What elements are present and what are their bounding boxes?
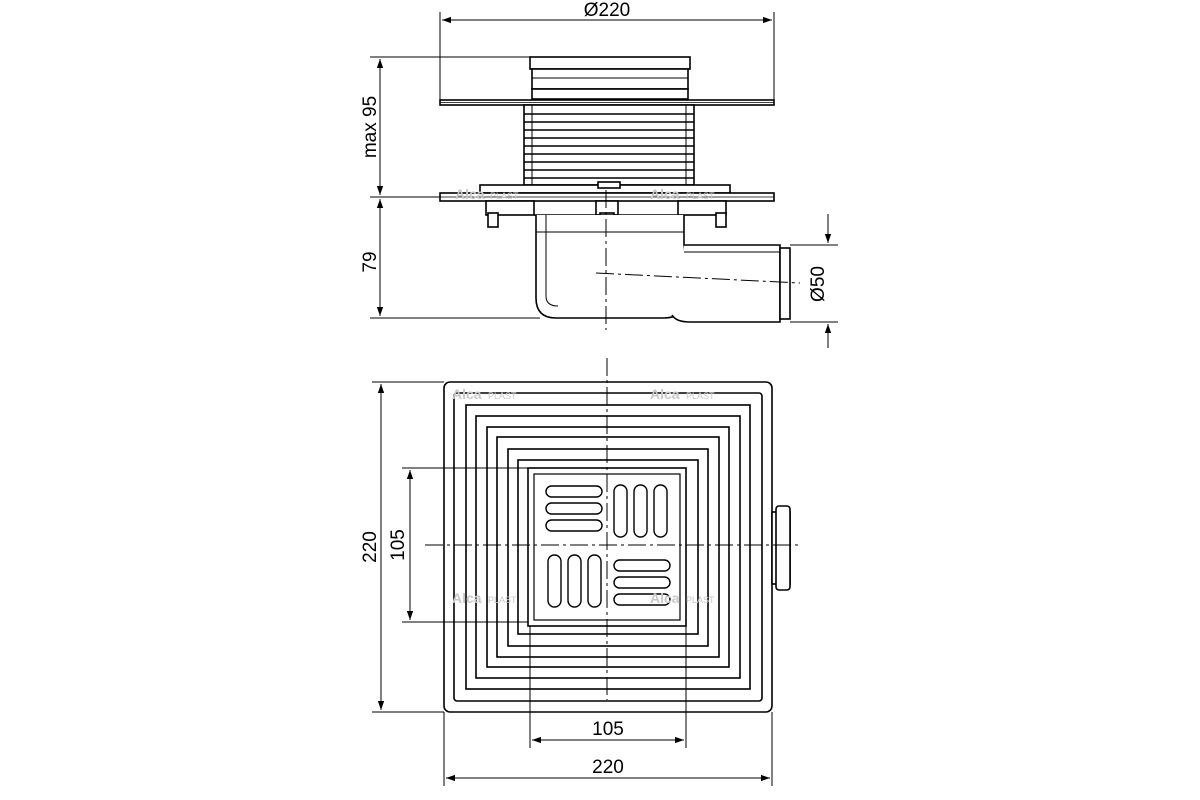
watermark-sub: PLAST [490, 191, 519, 201]
watermark-sub: PLAST [488, 391, 517, 401]
side-centerlines [595, 190, 801, 330]
plan-dimension-labels: 220 105 105 220 [360, 529, 624, 778]
ribbed-riser [523, 104, 695, 186]
watermark-brand: Alca [650, 186, 680, 202]
side-watermarks: Alca PLAST Alca PLAST [455, 186, 715, 202]
dim-grate-width: 105 [592, 719, 624, 740]
watermark-brand: Alca [650, 386, 680, 402]
dim-grate-height: 105 [388, 529, 409, 561]
watermark-sub: PLAST [686, 191, 715, 201]
plan-view [443, 381, 791, 713]
plan-centerlines [425, 358, 800, 700]
side-dimensions [370, 12, 838, 348]
grate-slots [545, 484, 671, 608]
dim-body-height: 79 [360, 251, 381, 272]
side-dimension-labels: Ø220 max 95 79 Ø50 [360, 0, 829, 302]
dim-max-height: max 95 [360, 96, 381, 158]
extension-collar [529, 56, 691, 100]
watermark-brand: Alca [452, 386, 482, 402]
watermark-sub: PLAST [488, 595, 517, 605]
drain-body [535, 215, 685, 319]
side-view [439, 56, 801, 330]
plan-dimensions [372, 381, 773, 786]
dim-top-diameter: Ø220 [584, 0, 630, 21]
dim-outlet-diameter: Ø50 [808, 266, 829, 302]
watermark-sub: PLAST [686, 391, 715, 401]
plan-watermarks: Alca PLAST Alca PLAST Alca PLAST Alca PL… [452, 386, 715, 606]
watermark-brand: Alca [452, 590, 482, 606]
outlet-pipe [671, 244, 791, 323]
dim-plan-width: 220 [592, 757, 624, 778]
dim-plan-height: 220 [360, 531, 381, 563]
watermark-brand: Alca [650, 590, 680, 606]
watermark-brand: Alca [455, 186, 485, 202]
watermark-sub: PLAST [686, 595, 715, 605]
